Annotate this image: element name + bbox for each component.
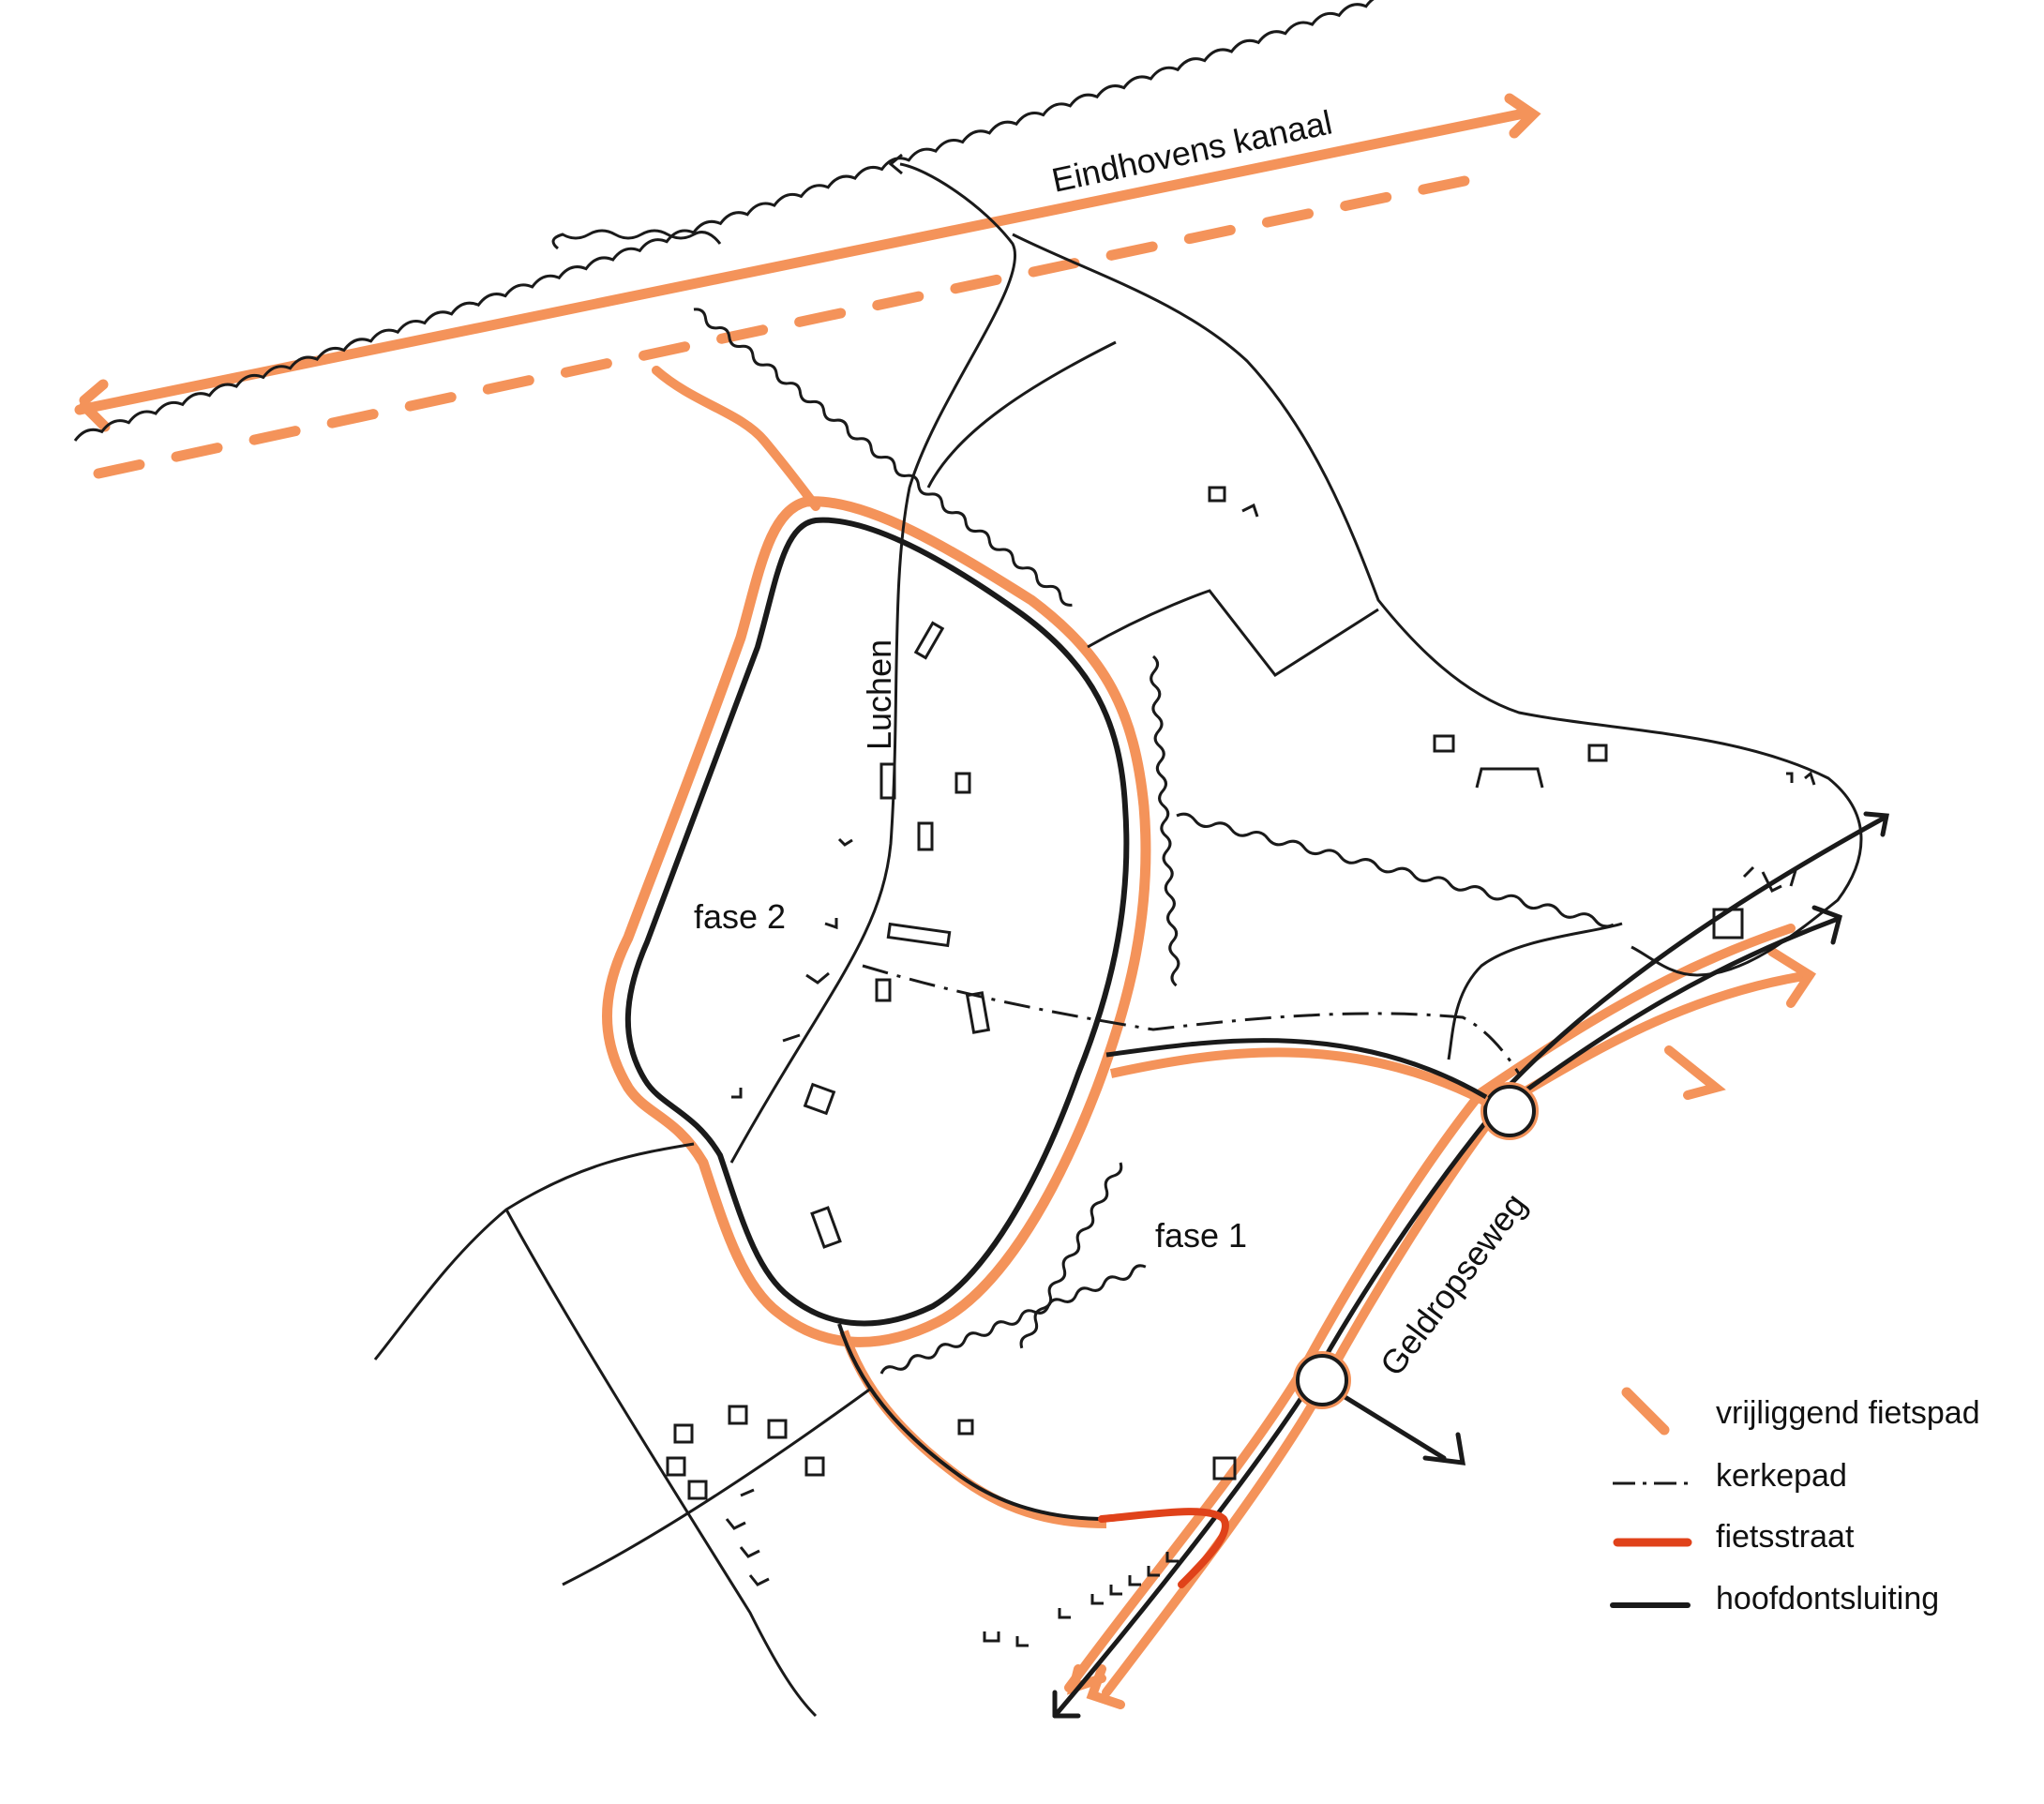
building xyxy=(1433,734,1455,753)
legend-item-fietsstraat: fietsstraat xyxy=(1613,1519,1855,1555)
building xyxy=(687,1480,708,1500)
building xyxy=(803,1082,836,1116)
phase2-loop-main-road xyxy=(624,517,1130,1327)
building xyxy=(954,772,971,794)
roundabout-south xyxy=(1293,1351,1351,1409)
building xyxy=(1587,744,1608,762)
building xyxy=(886,922,952,948)
building xyxy=(1712,908,1744,940)
legend-item-cycle-path: vrijliggend fietspad xyxy=(1621,1387,1980,1436)
phase2-loop-cycle-path xyxy=(602,496,1151,1347)
building xyxy=(1208,486,1226,503)
luchen-label: Luchen xyxy=(860,639,898,750)
east-link-road xyxy=(1105,1038,1489,1106)
legend-item-main-road: hoofdontsluiting xyxy=(1610,1581,1939,1616)
roundabout-north xyxy=(1480,1082,1539,1140)
legend-label-cycle-path: vrijliggend fietspad xyxy=(1716,1395,1980,1431)
building xyxy=(673,1423,694,1444)
canal-water-lines xyxy=(73,0,1448,442)
fietsstraat-segment xyxy=(1098,1508,1229,1588)
building xyxy=(666,1456,686,1477)
building xyxy=(810,1206,842,1249)
legend-symbol-cycle-path xyxy=(1621,1387,1670,1436)
building xyxy=(917,821,934,851)
building xyxy=(879,762,896,800)
connector-cycle-path xyxy=(652,366,820,511)
south-link-road xyxy=(837,1323,1107,1528)
luchen-road xyxy=(729,153,1016,1164)
parcel-lines xyxy=(373,233,1863,1718)
geldropseweg-main-road xyxy=(1052,811,1889,1719)
building xyxy=(957,1419,974,1436)
building xyxy=(804,1456,825,1477)
building xyxy=(728,1405,748,1425)
legend: vrijliggend fietspad kerkepad fietsstraa… xyxy=(1610,1387,1980,1616)
building xyxy=(1212,1456,1237,1481)
legend-label-kerkepad: kerkepad xyxy=(1716,1458,1847,1494)
watercourses xyxy=(693,308,1615,1375)
building-marks xyxy=(725,503,1816,1647)
phase-1-label: fase 1 xyxy=(1155,1216,1247,1255)
legend-label-fietsstraat: fietsstraat xyxy=(1716,1519,1855,1555)
building xyxy=(913,621,945,660)
buildings xyxy=(666,486,1744,1500)
canal-cycle-path xyxy=(74,93,1541,432)
canal-south-dashed-path xyxy=(93,168,1506,479)
building xyxy=(965,991,991,1034)
building xyxy=(875,978,892,1002)
building xyxy=(767,1419,788,1439)
phase-2-label: fase 2 xyxy=(694,897,786,936)
legend-label-main-road: hoofdontsluiting xyxy=(1716,1581,1939,1616)
legend-item-kerkepad: kerkepad xyxy=(1613,1458,1847,1494)
